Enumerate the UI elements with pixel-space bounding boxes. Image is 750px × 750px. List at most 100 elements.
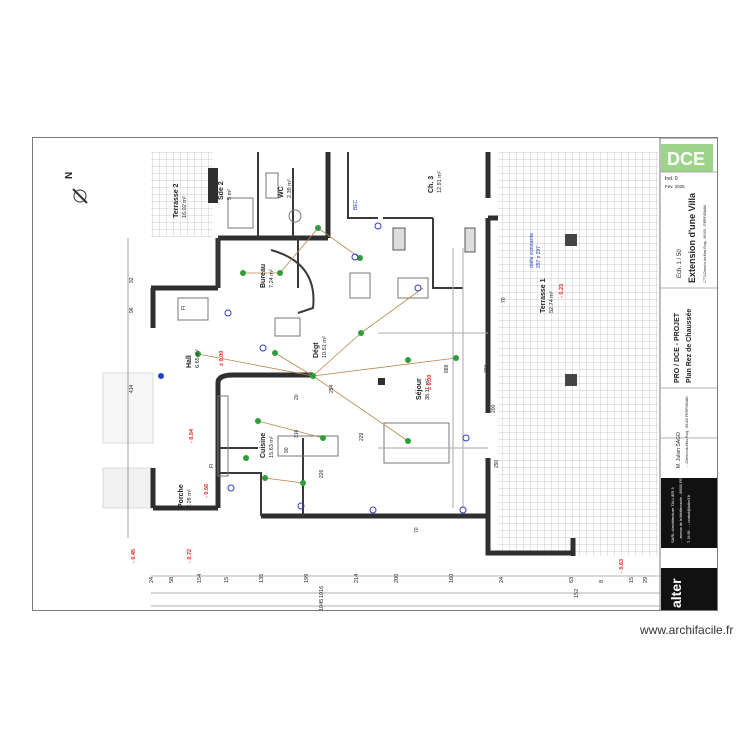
dimension-bottom-12: 15 [629,577,635,583]
dimension-bottom-1: 58 [169,577,175,583]
room-area-wc: 2.39 m² [287,179,293,198]
dimension-label-0: 229 [359,432,365,441]
column-block-3 [565,234,577,246]
dimension-bottom-4: 135 [259,574,265,583]
title-badge: DCE [667,149,705,169]
dimension-label-1: 254 [329,384,335,393]
room-name-sejour: Séjour [416,378,423,400]
title-client-address: … Chemin du Mas Roig - 66100 PERPIGNAN [685,396,689,468]
dimension-label-5: 414 [129,384,135,393]
watermark: www.archifacile.fr [640,623,734,637]
title-architect-address: … avenue de la Méditerranée - 66000 PERP… [679,462,683,543]
room-name-wc: WC [278,186,285,198]
dimension-label-3: 316 [294,429,300,438]
room-name-hall: Hall [186,355,193,368]
room-name-sde2: Sde 2 [218,181,225,200]
title-address: 1773 Chemin du Mas Roig - 66100 - PERPIG… [703,205,707,283]
title-architect: SARL d'architecture TALLIER 3 [670,487,675,543]
room-name-ch3: Ch. 3 [428,176,435,193]
dimension-label-2: 20 [294,394,300,400]
dimension-bottom-2: 154 [197,574,203,583]
dimension-bottom-11: 8 [599,580,605,583]
annotation-fi-2: Fl [209,464,215,468]
dimension-label-12: 200 [491,404,497,413]
furniture [177,172,450,477]
bureau-curve-wall [270,249,315,314]
dimension-bottom-0: 24 [149,577,155,583]
title-scale: Ech. 1 / 50 [677,249,683,278]
sejour-lines [378,248,488,508]
title-date: Fev. 2025 [665,184,685,189]
room-area-bureau: 7.24 m² [269,269,275,288]
annotation-terrasse-note: dalle existante [529,233,535,268]
dimension-label-7: 92 [129,277,135,283]
dimension-total-2: 152 [574,589,580,598]
electrical-wiring [197,227,457,484]
title-architect-contact: T. 04 68 … - contact@tallier3.fr [687,494,691,543]
dimension-label-8: 90 [284,447,290,453]
ceiling-lights [224,222,470,514]
column-block-2 [378,378,385,385]
svg-text:N: N [64,172,75,179]
north-arrow: N [64,172,88,204]
title-sheet: Plan Rez de Chaussée [686,309,693,383]
dimension-label-4: 226 [319,469,325,478]
dimension-label-9: 70 [501,297,507,303]
dimension-label-13: 290 [494,459,500,468]
terrasse2-paving [151,152,213,237]
room-area-degt: 10.51 m² [322,336,328,358]
dimension-bottom-8: 160 [449,574,455,583]
partitions [217,152,463,516]
column-block [208,168,218,203]
room-name-porche: Porche [178,484,185,508]
column-block-6 [464,227,476,253]
room-area-sejour: 38.11 m² [425,379,431,400]
room-name-cuisine: Cuisine [260,433,267,458]
dimension-total-1: 1016 [319,586,325,598]
dimension-lines [127,238,660,607]
elevation-porch_lvl1: - 0.54 [189,428,195,443]
dimension-bottom-13: 29 [643,577,649,583]
title-logo: alter [668,578,684,608]
elevation-labels: ± 0.00± 0.00- 0.23- 0.54- 0.56- 0.45- 0.… [131,284,625,573]
room-name-terrasse1: Terrasse 1 [540,278,547,313]
room-area-hall: 6.65 m² [195,349,201,368]
dimension-label-10: 888 [444,364,450,373]
room-area-sde2: 5 m² [227,189,233,200]
annotation-terrasse-size: 297 x 297 [536,246,542,268]
dimension-label-6: 96 [129,307,135,313]
terrasse1-paving [498,152,658,556]
room-name-bureau: Bureau [260,264,267,288]
column-block-4 [565,374,577,386]
title-project: Extension d'une Villa [687,192,697,283]
room-area-cuisine: 15.63 m² [269,436,275,458]
title-index: Ind. 0 [665,176,678,182]
annotation-fi-1: Fl [181,306,187,310]
elevation-ext_lvl2: - 0.72 [187,549,193,563]
column-block-5 [392,227,406,251]
electrical-points [158,225,459,486]
elevation-porch_lvl2: - 0.56 [204,484,210,498]
dimension-bottom-9: 24 [499,577,505,583]
dimension-total-3: 1045 [319,599,325,611]
room-area-porche: 2.28 m² [187,489,193,508]
elevation-ext_lvl1: - 0.45 [131,549,137,563]
room-area-ch3: 12.91 m² [437,171,443,193]
elevation-ext_lvl3: - 0.63 [619,559,625,573]
elevation-sejour_lvl: ± 0.00 [427,375,433,390]
dimension-bottom-6: 214 [354,574,360,583]
title-client: M. Julien SAGO [676,432,682,468]
title-block [659,138,717,610]
annotation-bec: BEC [353,199,359,210]
dce-badge [661,144,713,172]
dimension-bottom-3: 15 [224,577,230,583]
dimension-label-14: 70 [414,527,420,533]
room-name-terrasse2: Terrasse 2 [173,183,180,218]
room-name-degt: Dégt [313,342,320,358]
